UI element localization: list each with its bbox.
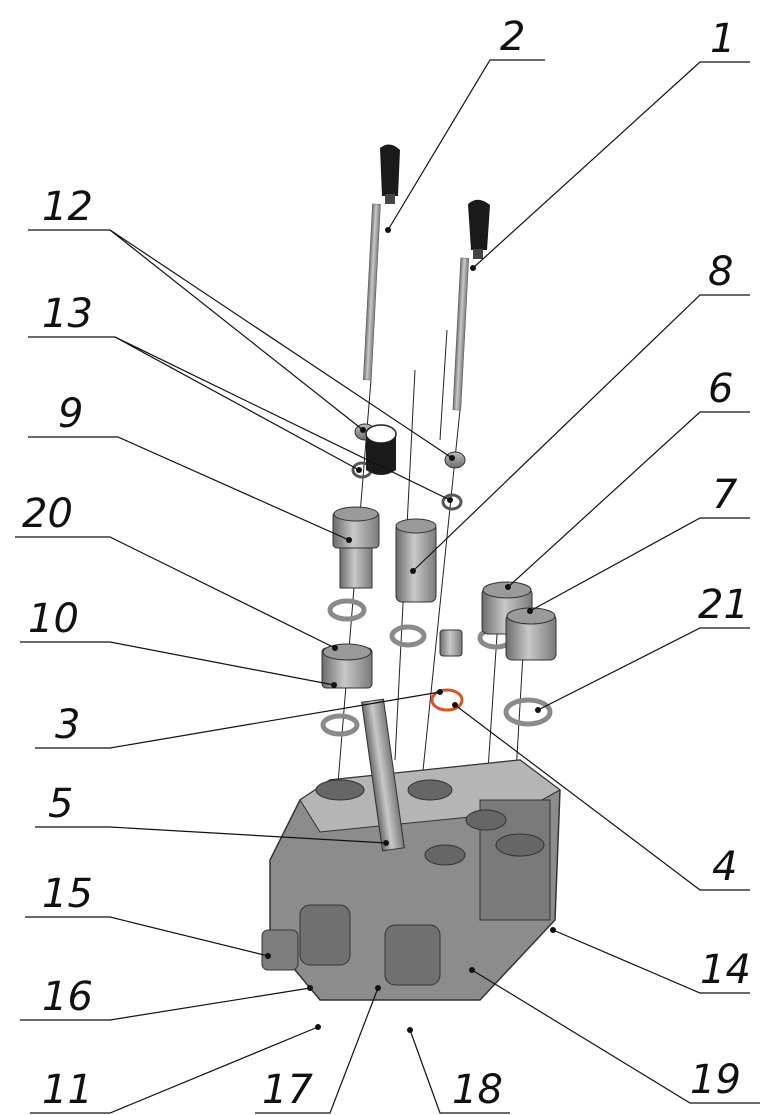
callout-18-label: 18 — [452, 1067, 503, 1113]
lever-left — [363, 144, 400, 381]
ring-21 — [503, 697, 553, 727]
callout-16-label: 16 — [42, 974, 93, 1020]
callout-6-label: 6 — [708, 366, 733, 412]
callout-3-label: 3 — [55, 702, 80, 748]
callout-16: 16 — [20, 974, 313, 1021]
callout-12: 12 — [28, 184, 455, 461]
washer-13b — [441, 493, 463, 511]
callout-20-label: 20 — [22, 491, 73, 537]
callout-15: 15 — [25, 871, 271, 959]
ring-lower-left — [320, 713, 360, 737]
callout-9-label: 9 — [58, 391, 83, 437]
callout-11-label: 11 — [42, 1067, 93, 1113]
plug-3 — [439, 629, 463, 657]
callout-19: 19 — [469, 967, 760, 1104]
valve-body — [261, 759, 561, 1001]
callout-8: 8 — [410, 249, 750, 574]
fitting-10 — [321, 643, 373, 689]
callout-14: 14 — [550, 927, 751, 994]
callout-10: 10 — [20, 596, 337, 688]
nut-12b — [444, 451, 466, 469]
callout-10-label: 10 — [28, 596, 79, 642]
callout-13-label: 13 — [42, 291, 93, 337]
callout-19-label: 19 — [690, 1057, 741, 1103]
callout-4: 4 — [452, 702, 750, 891]
bushing-9 — [332, 506, 380, 589]
callout-21: 21 — [535, 582, 750, 713]
callout-15-label: 15 — [42, 871, 93, 917]
ring-center — [389, 624, 427, 648]
callout-8-label: 8 — [708, 249, 733, 295]
callout-9: 9 — [28, 391, 352, 543]
callout-3: 3 — [35, 689, 443, 749]
callout-4-label: 4 — [712, 844, 737, 890]
callout-12-label: 12 — [42, 184, 93, 230]
callout-17: 17 — [255, 985, 381, 1114]
callout-7-label: 7 — [712, 472, 738, 518]
callout-2-label: 2 — [500, 14, 525, 60]
callout-5-label: 5 — [48, 781, 73, 827]
callout-5: 5 — [35, 781, 389, 846]
callout-2: 2 — [385, 14, 545, 233]
callout-6: 6 — [505, 366, 750, 590]
callout-1: 1 — [470, 16, 750, 271]
lever-right — [452, 199, 490, 411]
ring-20 — [327, 598, 367, 622]
callout-21-label: 21 — [698, 582, 749, 628]
fitting-7 — [505, 607, 557, 661]
bushing-8 — [395, 518, 437, 603]
callout-18: 18 — [407, 1027, 510, 1114]
parts-illustration — [261, 144, 561, 1001]
callout-20: 20 — [15, 491, 338, 651]
callout-13: 13 — [28, 291, 453, 503]
o-ring-4 — [430, 688, 464, 712]
callout-11: 11 — [30, 1024, 321, 1114]
callout-14-label: 14 — [700, 947, 751, 993]
callouts: 1 2 12 13 8 — [15, 14, 760, 1114]
callout-17-label: 17 — [262, 1067, 313, 1113]
callout-1-label: 1 — [710, 16, 735, 62]
callout-7: 7 — [527, 472, 750, 614]
